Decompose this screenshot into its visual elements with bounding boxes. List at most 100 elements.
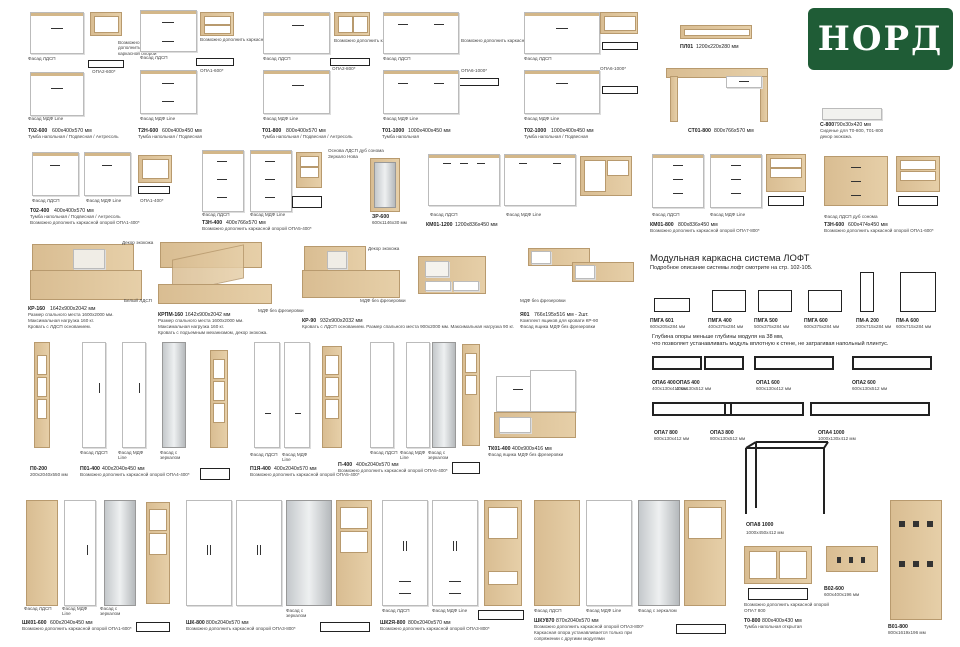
loft-module-code: ПМГА 400	[708, 318, 732, 324]
p0-200-image	[34, 342, 50, 448]
t2n-600-dims: 600х400х450 мм	[162, 128, 202, 134]
t02-1000-image	[524, 12, 600, 54]
opa7-800-frame-image-2	[748, 588, 808, 600]
t01-800-frame-note: Возможно дополнить каркасной опорой	[334, 38, 419, 43]
km01-800-open-image	[766, 154, 806, 192]
p01-400-code: П01-400	[80, 466, 100, 472]
shk01-600-fasad-label: Фасад ЛДСП	[24, 606, 52, 611]
opa8-1000-frame-image	[745, 441, 829, 514]
st01-800-dims: 800х766х570 мм	[714, 128, 754, 134]
loft-module-dims: 500х375х284 мм	[754, 324, 790, 329]
km01-800-desc: Возможно дополнить каркасной опорой ОПА7…	[650, 228, 760, 233]
t0-800-frame-note: Возможно дополнить каркасной опорой	[744, 602, 829, 607]
opa3-800-frame-image-2	[478, 610, 524, 620]
shku870-desc: Возможно дополнить каркасной опорой ОПА3…	[534, 624, 644, 629]
loft-module-dims: 200х715х284 мм	[856, 324, 892, 329]
t02-1000-desc: Тумба напольная / Подвесная	[524, 134, 589, 139]
p1ya-400-mdf-image	[284, 342, 310, 448]
s-800-desc: Сиденье для Т0-800, Т01-800	[820, 128, 884, 133]
p1ya-400-code: П1Я-400	[250, 466, 271, 472]
opa6-1000-frame-image-2	[602, 42, 638, 50]
t01-800-dims: 800х400х570 мм	[286, 128, 326, 134]
shk01-600-fasad-mdf-label: Фасад МДФ Line	[62, 606, 88, 617]
support-code: ОПА3 800	[710, 430, 734, 436]
loft-module-frame	[712, 290, 746, 312]
t02-1000-dims: 1000х400х450 мм	[551, 128, 594, 134]
km01-1200-open-image	[580, 156, 632, 196]
support-code: ОПА2 600	[852, 380, 876, 386]
p-400-fasad-mirror-label: Фасад с зеркалом	[428, 450, 449, 461]
support-frame	[704, 356, 744, 370]
pl01-dims: 1200х220х280 мм	[696, 44, 739, 50]
t02-600-option: ОПА2-600*	[92, 69, 116, 74]
loft-title: Модульная каркасна система ЛОФТ	[650, 253, 810, 264]
t2n-600-mdf-image	[140, 70, 197, 114]
t3n-600-open-image	[896, 156, 940, 192]
p-400-fasad-label: Фасад ЛДСП	[370, 450, 398, 455]
p01-400-mirror-image	[162, 342, 186, 448]
krpm-160-desc: Размер спального места 1600х2000 мм.	[158, 318, 244, 323]
kr-90-base	[302, 270, 400, 298]
support-frame	[852, 356, 932, 370]
support-dims: 800х130х412 мм	[654, 436, 690, 441]
t2n-600-image	[140, 10, 197, 52]
shk2ya-800-fasad-mdf-label: Фасад МДФ Line	[432, 608, 468, 613]
st01-800-image	[666, 68, 768, 78]
loft-module-dims: 400х375х284 мм	[708, 324, 744, 329]
t3n-600-desc: Возможно дополнить каркасной опорой ОПА1…	[824, 228, 934, 233]
loft-module-code: ПМГА 600	[804, 318, 828, 324]
p01-400-open-image	[210, 350, 228, 448]
support-dims: 400х130х412 мм	[652, 386, 688, 391]
pl01-image	[680, 25, 752, 39]
ya01-dims: 766х195х516 мм - 2шт.	[534, 312, 589, 318]
t3n-600-dims: 600х474х450 мм	[848, 222, 888, 228]
support-code: ОПА6 400	[652, 380, 676, 386]
shk-800-fasad-mirror-label: Фасад с зеркалом	[286, 608, 307, 619]
km01-800-fasad-mdf-label: Фасад МДФ Line	[710, 212, 746, 217]
v02-600-dims: 600х400х196 мм	[824, 592, 860, 597]
opa5-400-frame-image	[292, 196, 322, 208]
kr-160-white-label: Белый ЛДСП	[124, 298, 152, 303]
km01-1200-code: КМ01-1200	[426, 222, 453, 228]
t2n-600-option: ОПА1-600*	[200, 68, 224, 73]
krpm-160-code: КРПМ-160	[158, 312, 184, 318]
ya01-mdf-label: МДФ без фрезеровки	[520, 298, 566, 303]
loft-module-frame	[758, 290, 792, 312]
km01-800-dims: 800х836х450 мм	[678, 222, 718, 228]
p1ya-400-dims: 400х2040х570 мм	[274, 466, 317, 472]
krpm-160-desc3: Кровать с подъемным механизмом, декор эк…	[158, 330, 268, 335]
t01-800-desc: Тумба напольная / Подвесная / Антресоль	[262, 134, 353, 139]
ya01-desc: Комплект ящиков для кровати КР-90	[520, 318, 599, 323]
t0-800-desc: Тумба напольная открытая	[744, 624, 802, 629]
t01-1000-mdf-image	[383, 70, 459, 114]
p01-400-dims: 400х2040х450 мм	[102, 466, 145, 472]
v01-800-code: В01-800	[888, 624, 908, 630]
p-400-code: П-400	[338, 462, 353, 468]
t02-400-dims: 400х400х570 мм	[54, 208, 94, 214]
shk-800-code: ШК-800	[186, 620, 205, 626]
t02-1000-option: ОПА6-1000*	[600, 66, 627, 71]
shk2ya-800-image	[382, 500, 428, 606]
p01-400-desc: Возможно дополнить каркасной опорой ОПА4…	[80, 472, 190, 477]
opa8-1000-dims: 1000х450х412 мм	[746, 530, 784, 535]
kr-90-headboard	[304, 246, 366, 272]
t02-600-fasad-mdf-label: Фасад МДФ Line	[28, 116, 64, 121]
kr-160-headboard	[32, 244, 134, 272]
shk01-600-mdf-image	[64, 500, 96, 606]
p01-400-fasad-label: Фасад ЛДСП	[80, 450, 108, 455]
ya01-code: Я01	[520, 312, 530, 318]
t01-1000-fasad-mdf-label: Фасад МДФ Line	[383, 116, 419, 121]
support-dims: 800х130х512 мм	[710, 436, 746, 441]
opa1-600-frame-image	[196, 58, 234, 66]
km01-1200-dims: 1200х836х450 мм	[455, 222, 498, 228]
t01-800-code: Т01-800	[262, 128, 282, 134]
t02-400-desc: Тумба напольная / Подвесная / Антресоль	[30, 214, 121, 219]
loft-module-frame	[860, 272, 874, 312]
loft-module-code: ПМ-А 600	[896, 318, 919, 324]
km01-800-code: КМ01-800	[650, 222, 674, 228]
p1ya-400-fasad-mdf-label: Фасад МДФ Line	[282, 452, 308, 463]
t02-600-code: Т02-600	[28, 128, 48, 134]
shku870-mdf-image	[586, 500, 632, 606]
t02-400-code: Т02-400	[30, 208, 50, 214]
loft-module-frame	[900, 272, 936, 312]
